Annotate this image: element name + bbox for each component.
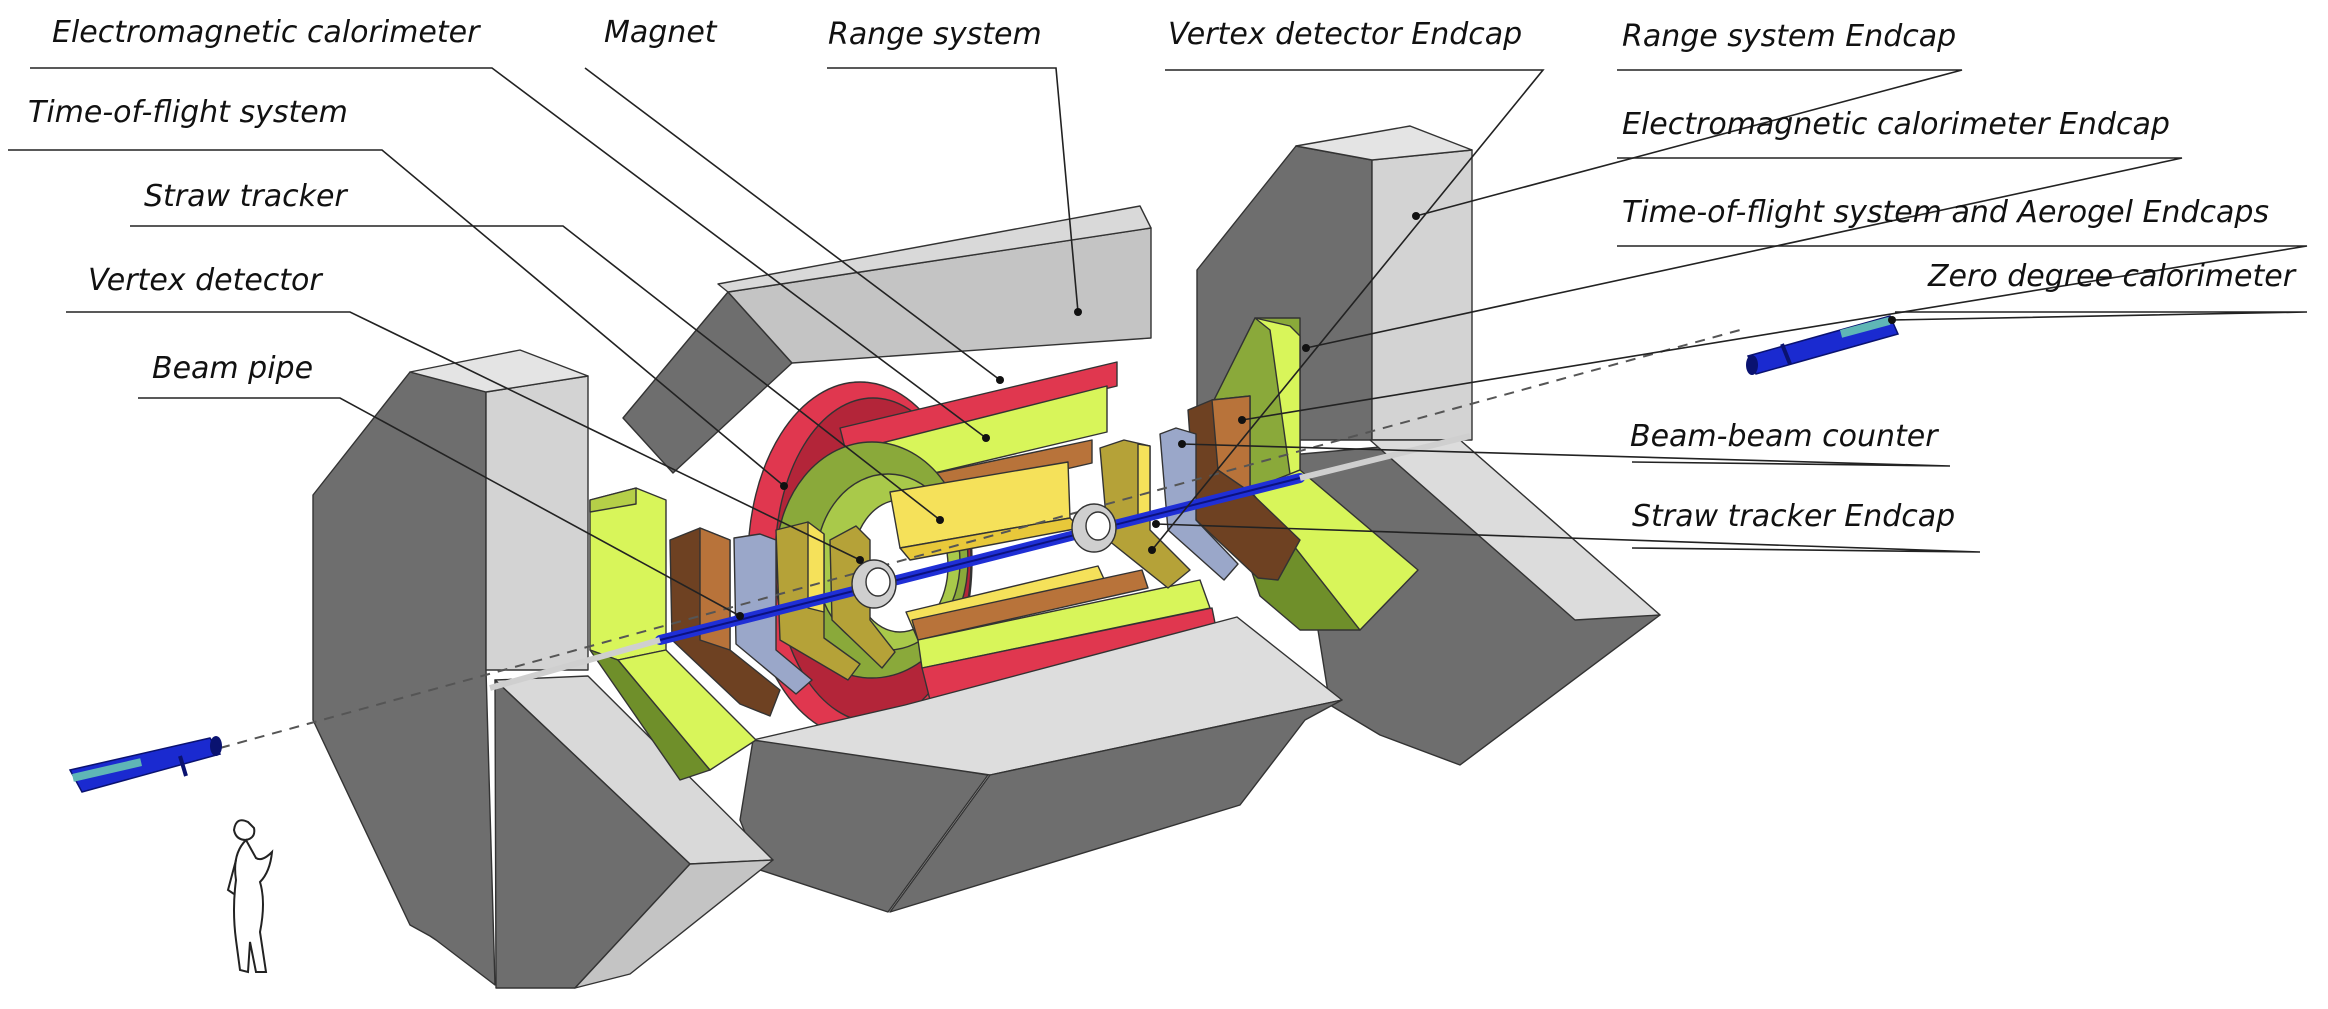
label-beam-beam-counter: Beam-beam counter xyxy=(1630,419,1939,454)
label-zero-degree-calorimeter: Zero degree calorimeter xyxy=(1927,259,2297,294)
beam-beam-counter-right xyxy=(1071,503,1117,553)
leader-lines xyxy=(8,67,2308,617)
range-system-top-block xyxy=(622,205,1152,474)
label-vertex-detector: Vertex detector xyxy=(88,263,323,298)
ecal-endcap-left xyxy=(589,487,757,781)
label-range-system: Range system xyxy=(828,17,1042,52)
range-system-lower-block xyxy=(739,616,1343,913)
label-straw-tracker-endcap: Straw tracker Endcap xyxy=(1632,499,1955,534)
human-scale-figure xyxy=(226,819,274,974)
lower-barrel-layers xyxy=(911,569,1217,701)
label-tof-aerogel-endcaps: Time-of-flight system and Aerogel Endcap… xyxy=(1622,195,2269,230)
zero-degree-calorimeter-right xyxy=(1746,315,1900,375)
label-vertex-detector-endcap: Vertex detector Endcap xyxy=(1168,17,1522,52)
range-system-endcap-left xyxy=(312,349,774,989)
label-time-of-flight-system: Time-of-flight system xyxy=(28,95,348,130)
label-magnet: Magnet xyxy=(604,15,718,50)
beam-beam-counter-left xyxy=(851,559,897,609)
beam-line-right xyxy=(1299,433,1471,481)
label-range-system-endcap: Range system Endcap xyxy=(1622,19,1956,54)
leader-dots xyxy=(736,212,1896,620)
label-beam-pipe: Beam pipe xyxy=(152,351,313,386)
label-ecal-endcap: Electromagnetic calorimeter Endcap xyxy=(1622,107,2170,142)
label-electromagnetic-calorimeter: Electromagnetic calorimeter xyxy=(52,15,481,50)
beam-line-left xyxy=(489,637,661,691)
zero-degree-calorimeter-left xyxy=(68,736,222,793)
label-straw-tracker: Straw tracker xyxy=(144,179,348,214)
aerogel-endcap-right xyxy=(1159,427,1239,581)
range-system-endcap-right xyxy=(1196,125,1661,766)
